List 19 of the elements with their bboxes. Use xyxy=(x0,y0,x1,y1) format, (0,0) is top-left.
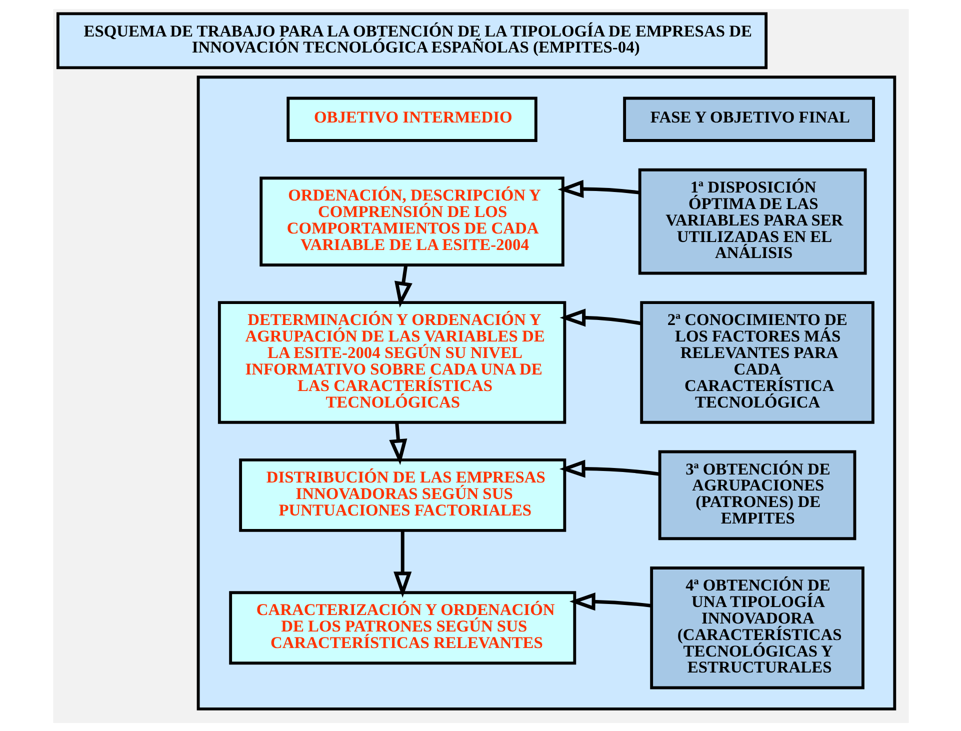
node-box: FASE Y OBJETIVO FINAL xyxy=(622,96,874,142)
node-box: DISTRIBUCIÓN DE LAS EMPRESAS INNOVADORAS SEGÚN SUS PUNTUACIONES FACTORIALES xyxy=(238,458,566,532)
node-box: 3ª OBTENCIÓN DE AGRUPACIONES (PATRONES) DE EMPITES xyxy=(658,450,856,540)
node-box: ORDENACIÓN, DESCRIPCIÓN Y COMPRENSIÓN DE LOS COMPORTAMIENTOS DE CADA VARIABLE DE LA ESITE-2004 xyxy=(259,176,564,266)
node-box: ESQUEMA DE TRABAJO PARA LA OBTENCIÓN DE LA TIPOLOGÍA DE EMPRESAS DE INNOVACIÓN TECNOLÓGICA ESPAÑOLAS (EMPITES-04) xyxy=(56,12,768,69)
node-box: CARACTERIZACIÓN Y ORDENACIÓN DE LOS PATRONES SEGÚN SUS CARACTERÍSTICAS RELEVANTES xyxy=(228,590,576,664)
node-box: DETERMINACIÓN Y ORDENACIÓN Y AGRUPACIÓN DE LAS VARIABLES DE LA ESITE-2004 SEGÚN SU NIVEL INFORMATIVO SOBRE CADA UNA DE LAS CARACTERÍSTICAS TECNOLÓGICAS xyxy=(217,300,566,424)
arrow xyxy=(558,459,660,478)
arrow xyxy=(394,264,412,308)
arrow xyxy=(393,530,412,598)
node-box: OBJETIVO INTERMEDIO xyxy=(286,96,537,142)
node-box: 1ª DISPOSICIÓN ÓPTIMA DE LAS VARIABLES PARA SER UTILIZADAS EN EL ANÁLISIS xyxy=(638,168,866,274)
node-box: 2ª CONOCIMIENTO DE LOS FACTORES MÁS RELEVANTES PARA CADA CARACTERÍSTICA TECNOLÓGICA xyxy=(640,300,874,424)
arrow xyxy=(568,592,652,610)
arrow xyxy=(388,422,407,465)
node-box: 4ª OBTENCIÓN DE UNA TIPOLOGÍA INNOVADORA (CARACTERÍSTICAS TECNOLÓGICAS Y ESTRUCTURALES xyxy=(650,566,864,689)
cluster xyxy=(196,75,896,710)
arrow xyxy=(557,179,640,198)
arrow xyxy=(559,308,642,326)
